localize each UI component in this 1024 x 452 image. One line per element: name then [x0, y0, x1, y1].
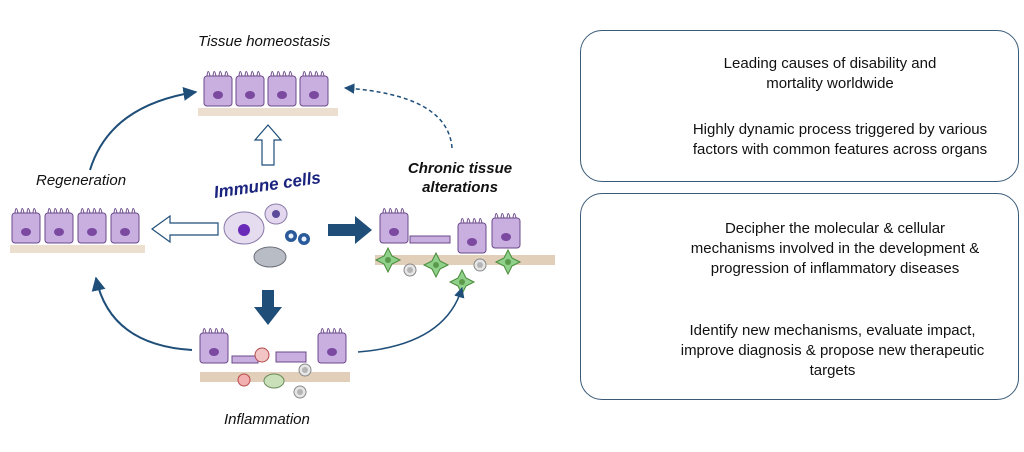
chronic-line-1: Chronic tissue: [407, 160, 513, 177]
arrow-inflammation-to-regeneration: [91, 276, 193, 351]
panel-top-item-2-line-2: factors with common features across orga…: [692, 141, 988, 158]
panel-top-item-1-line-1: Leading causes of disability and: [723, 55, 937, 72]
panel-bottom-item-1-line-2: mechanisms involved in the development &: [690, 240, 980, 257]
panel-top-item-2-line-1: Highly dynamic process triggered by vari…: [692, 121, 988, 138]
arrow-immune-to-homeostasis: [253, 124, 283, 166]
panel-top-item-1-line-2: mortality worldwide: [766, 75, 894, 92]
panel-bottom-item-1-line-3: progression of inflammatory diseases: [710, 260, 960, 277]
label-inflammation: Inflammation: [224, 411, 310, 428]
label-chronic-tissue-alterations: Chronic tissue alterations: [395, 159, 525, 197]
panel-bottom-item-1: Decipher the molecular & cellular mechan…: [665, 219, 1005, 279]
homeostasis-tissue: [198, 71, 338, 116]
panel-bottom-item-2: Identify new mechanisms, evaluate impact…: [655, 321, 1010, 381]
panel-top-item-2: Highly dynamic process triggered by vari…: [665, 120, 1015, 160]
chronic-line-2: alterations: [422, 179, 498, 196]
panel-objectives: [580, 193, 1019, 400]
chronic-tissue: [375, 208, 555, 295]
arrow-chronic-to-homeostasis: [343, 83, 453, 149]
panel-bottom-item-1-line-1: Decipher the molecular & cellular: [724, 220, 946, 237]
immune-cells-cluster: [223, 203, 310, 268]
arrow-immune-to-regeneration: [150, 214, 219, 244]
panel-bottom-item-2-line-3: targets: [809, 362, 856, 379]
label-regeneration: Regeneration: [36, 172, 127, 189]
arrow-regeneration-to-homeostasis: [89, 86, 198, 171]
regeneration-tissue: [10, 208, 145, 253]
label-tissue-homeostasis: Tissue homeostasis: [198, 33, 331, 50]
arrow-inflammation-to-chronic: [357, 286, 465, 353]
arrow-immune-to-chronic: [328, 216, 372, 244]
panel-top-item-1: Leading causes of disability and mortali…: [680, 54, 980, 94]
arrow-immune-to-inflammation: [254, 290, 282, 325]
panel-bottom-item-2-line-2: improve diagnosis & propose new therapeu…: [680, 342, 985, 359]
panel-burden: [580, 30, 1019, 182]
inflammation-tissue: [199, 328, 350, 399]
panel-bottom-item-2-line-1: Identify new mechanisms, evaluate impact…: [689, 322, 976, 339]
